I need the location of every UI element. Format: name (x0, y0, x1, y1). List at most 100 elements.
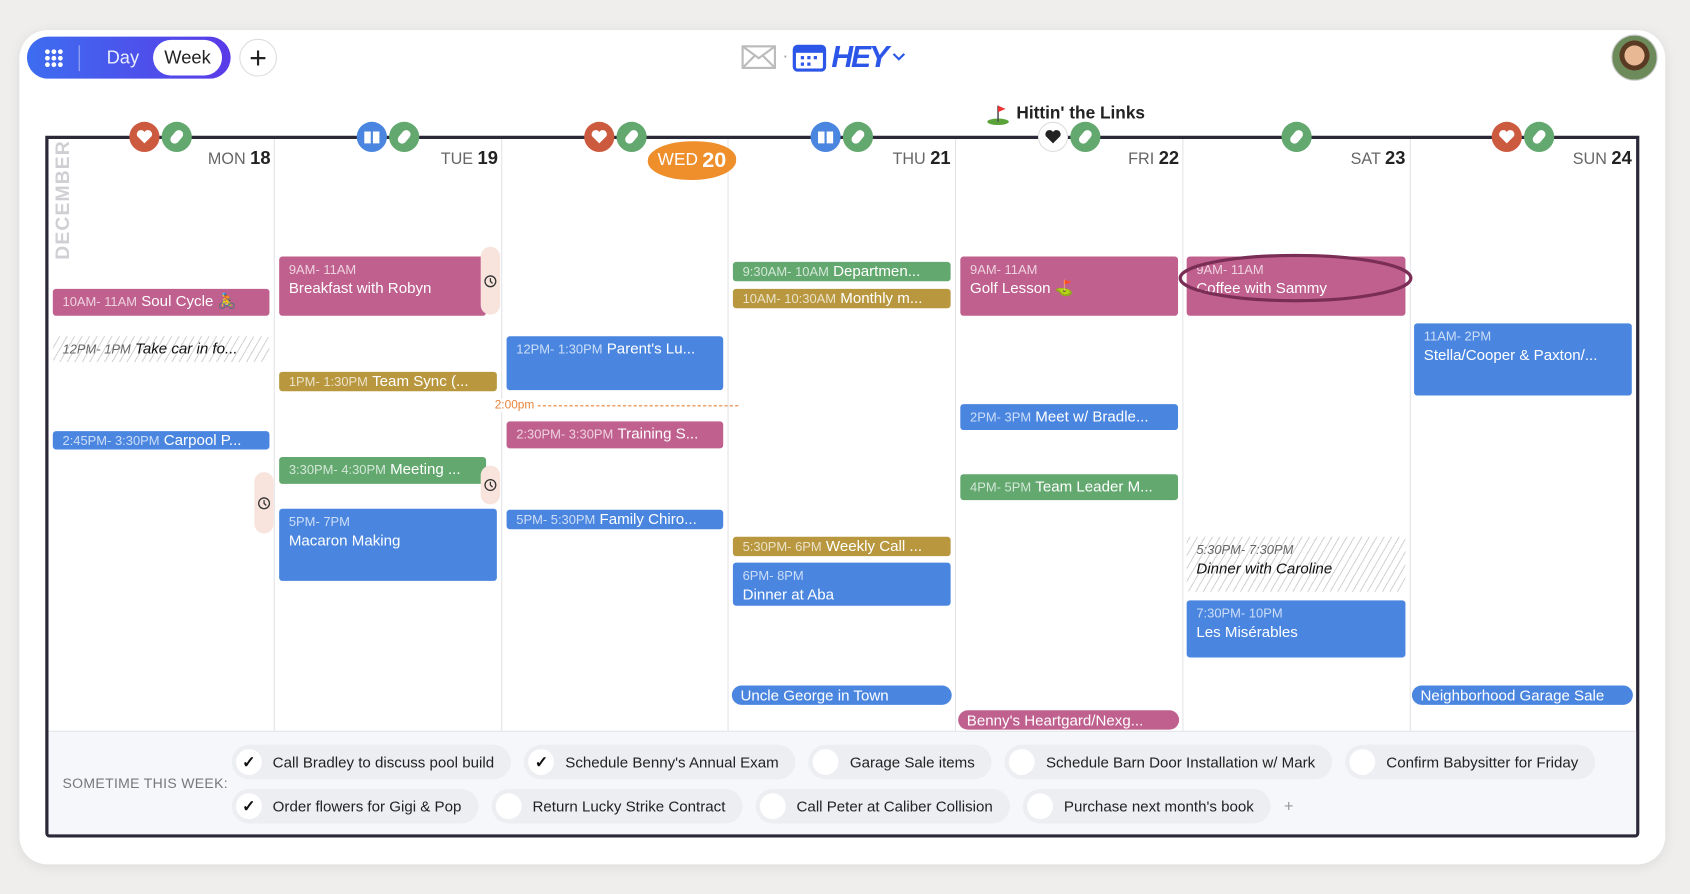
day-column-mon[interactable] (49, 139, 275, 731)
day-column-wed[interactable] (502, 139, 729, 731)
day-column-thu[interactable] (729, 139, 957, 731)
event-meeting[interactable]: 3:30PM- 4:30PM Meeting ... (279, 456, 487, 484)
event-family-chiro[interactable]: 5PM- 5:30PM Family Chiro... (506, 509, 724, 530)
pill-icon[interactable] (616, 121, 647, 152)
checkbox[interactable]: ✓ (236, 749, 262, 775)
clock-icon[interactable] (480, 465, 501, 505)
event-meet-bradley[interactable]: 2PM- 3PM Meet w/ Bradle... (960, 404, 1179, 431)
calendar-icon (793, 44, 827, 72)
all-day-bennys-heartgard[interactable]: Benny's Heartgard/Nexg... (958, 710, 1180, 730)
apps-grid-icon[interactable] (38, 41, 70, 73)
todo-chip[interactable]: ✓ Call Bradley to discuss pool build (231, 744, 512, 780)
user-avatar[interactable] (1611, 34, 1658, 81)
event-take-car[interactable]: 12PM- 1PM Take car in fo... (52, 336, 270, 363)
checkbox[interactable] (1027, 793, 1054, 820)
pill-icon[interactable] (389, 121, 420, 152)
event-team-sync[interactable]: 1PM- 1:30PM Team Sync (... (279, 371, 497, 392)
golf-flag-icon (987, 105, 1009, 126)
todo-text: Return Lucky Strike Contract (532, 797, 726, 815)
book-icon[interactable] (810, 121, 841, 152)
highlight-circle-annotation (1178, 253, 1413, 303)
pill-icon[interactable] (161, 121, 192, 152)
todo-chip[interactable]: Confirm Babysitter for Friday (1345, 744, 1596, 780)
checkbox[interactable] (759, 793, 786, 820)
checkbox[interactable] (813, 749, 840, 775)
clock-icon[interactable] (480, 246, 501, 315)
heart-icon[interactable] (1491, 121, 1522, 152)
checkbox[interactable]: ✓ (528, 749, 555, 775)
event-weekly-call[interactable]: 5:30PM- 6PM Weekly Call ... (732, 536, 951, 557)
todo-text: Purchase next month's book (1063, 797, 1254, 815)
day-header-sun[interactable]: SUN 24 (1572, 147, 1632, 169)
day-view-button[interactable]: Day (106, 46, 140, 68)
todo-row: ✓ Order flowers for Gigi & Pop Return Luc… (231, 788, 1294, 824)
day-column-tue[interactable] (275, 139, 503, 731)
day-column-fri[interactable] (956, 139, 1184, 731)
todo-chip[interactable]: Return Lucky Strike Contract (491, 788, 743, 824)
day-header-mon[interactable]: MON 18 (207, 147, 271, 169)
add-todo-button[interactable]: + (1284, 797, 1294, 816)
todo-text: Order flowers for Gigi & Pop (272, 797, 462, 815)
chevron-down-icon[interactable] (891, 52, 906, 63)
event-parents-lunch[interactable]: 12PM- 1:30PM Parent's Lu... (506, 336, 724, 391)
day-column-sat[interactable] (1183, 139, 1411, 731)
mail-icon (741, 45, 777, 69)
event-carpool[interactable]: 2:45PM- 3:30PM Carpool P... (52, 431, 270, 450)
clock-icon[interactable] (254, 472, 274, 534)
todo-chip[interactable]: Garage Sale items (808, 744, 993, 780)
todo-chip[interactable]: ✓ Schedule Benny's Annual Exam (524, 744, 796, 780)
all-day-uncle-george[interactable]: Uncle George in Town (731, 685, 952, 705)
day-header-fri[interactable]: FRI 22 (1128, 147, 1180, 169)
banner-hittin-the-links[interactable]: Hittin' the Links (986, 103, 1145, 126)
logo-text: HEY (831, 39, 889, 74)
checkbox[interactable] (495, 793, 522, 820)
todo-chip[interactable]: Call Peter at Caliber Collision (755, 788, 1011, 824)
event-training[interactable]: 2:30PM- 3:30PM Training S... (506, 421, 724, 449)
week-view-button[interactable]: Week (153, 39, 223, 76)
heart-icon[interactable] (129, 121, 160, 152)
current-time-label: 2:00pm (494, 398, 538, 412)
todo-text: Schedule Benny's Annual Exam (565, 753, 779, 771)
checkbox[interactable] (1009, 749, 1036, 775)
event-monthly[interactable]: 10AM- 10:30AM Monthly m... (732, 288, 951, 309)
day-header-tue[interactable]: TUE 19 (440, 147, 498, 169)
event-team-leader[interactable]: 4PM- 5PM Team Leader M... (960, 474, 1179, 501)
all-day-garage-sale[interactable]: Neighborhood Garage Sale (1411, 685, 1633, 705)
todo-chip[interactable]: Purchase next month's book (1022, 788, 1272, 824)
todo-text: Garage Sale items (849, 753, 975, 771)
todo-text: Confirm Babysitter for Friday (1386, 753, 1579, 771)
hey-logo[interactable]: · HEY (741, 39, 907, 76)
event-soul-cycle[interactable]: 10AM- 11AM Soul Cycle 🚴 (52, 288, 270, 316)
current-time-line (494, 405, 739, 407)
checkbox[interactable] (1349, 749, 1376, 775)
day-header-thu[interactable]: THU 21 (892, 147, 951, 169)
pill-icon[interactable] (842, 121, 874, 152)
app-window (19, 30, 1666, 865)
divider (78, 44, 80, 71)
book-icon[interactable] (356, 121, 387, 152)
pill-icon[interactable] (1524, 121, 1555, 152)
event-department[interactable]: 9:30AM- 10AM Departmen... (732, 261, 951, 282)
todo-chip[interactable]: Schedule Barn Door Installation w/ Mark (1004, 744, 1333, 780)
todo-text: Schedule Barn Door Installation w/ Mark (1045, 753, 1316, 771)
day-column-sun[interactable] (1411, 139, 1636, 731)
pill-icon[interactable] (1070, 121, 1101, 152)
add-event-button[interactable]: + (239, 38, 277, 77)
heart-outline-icon[interactable] (1037, 121, 1069, 152)
todo-text: Call Bradley to discuss pool build (272, 753, 495, 771)
day-header-sat[interactable]: SAT 23 (1350, 147, 1406, 169)
pill-icon[interactable] (1281, 121, 1312, 152)
checkbox[interactable]: ✓ (236, 793, 262, 820)
heart-icon[interactable] (584, 121, 615, 152)
todo-chip[interactable]: ✓ Order flowers for Gigi & Pop (231, 788, 479, 824)
